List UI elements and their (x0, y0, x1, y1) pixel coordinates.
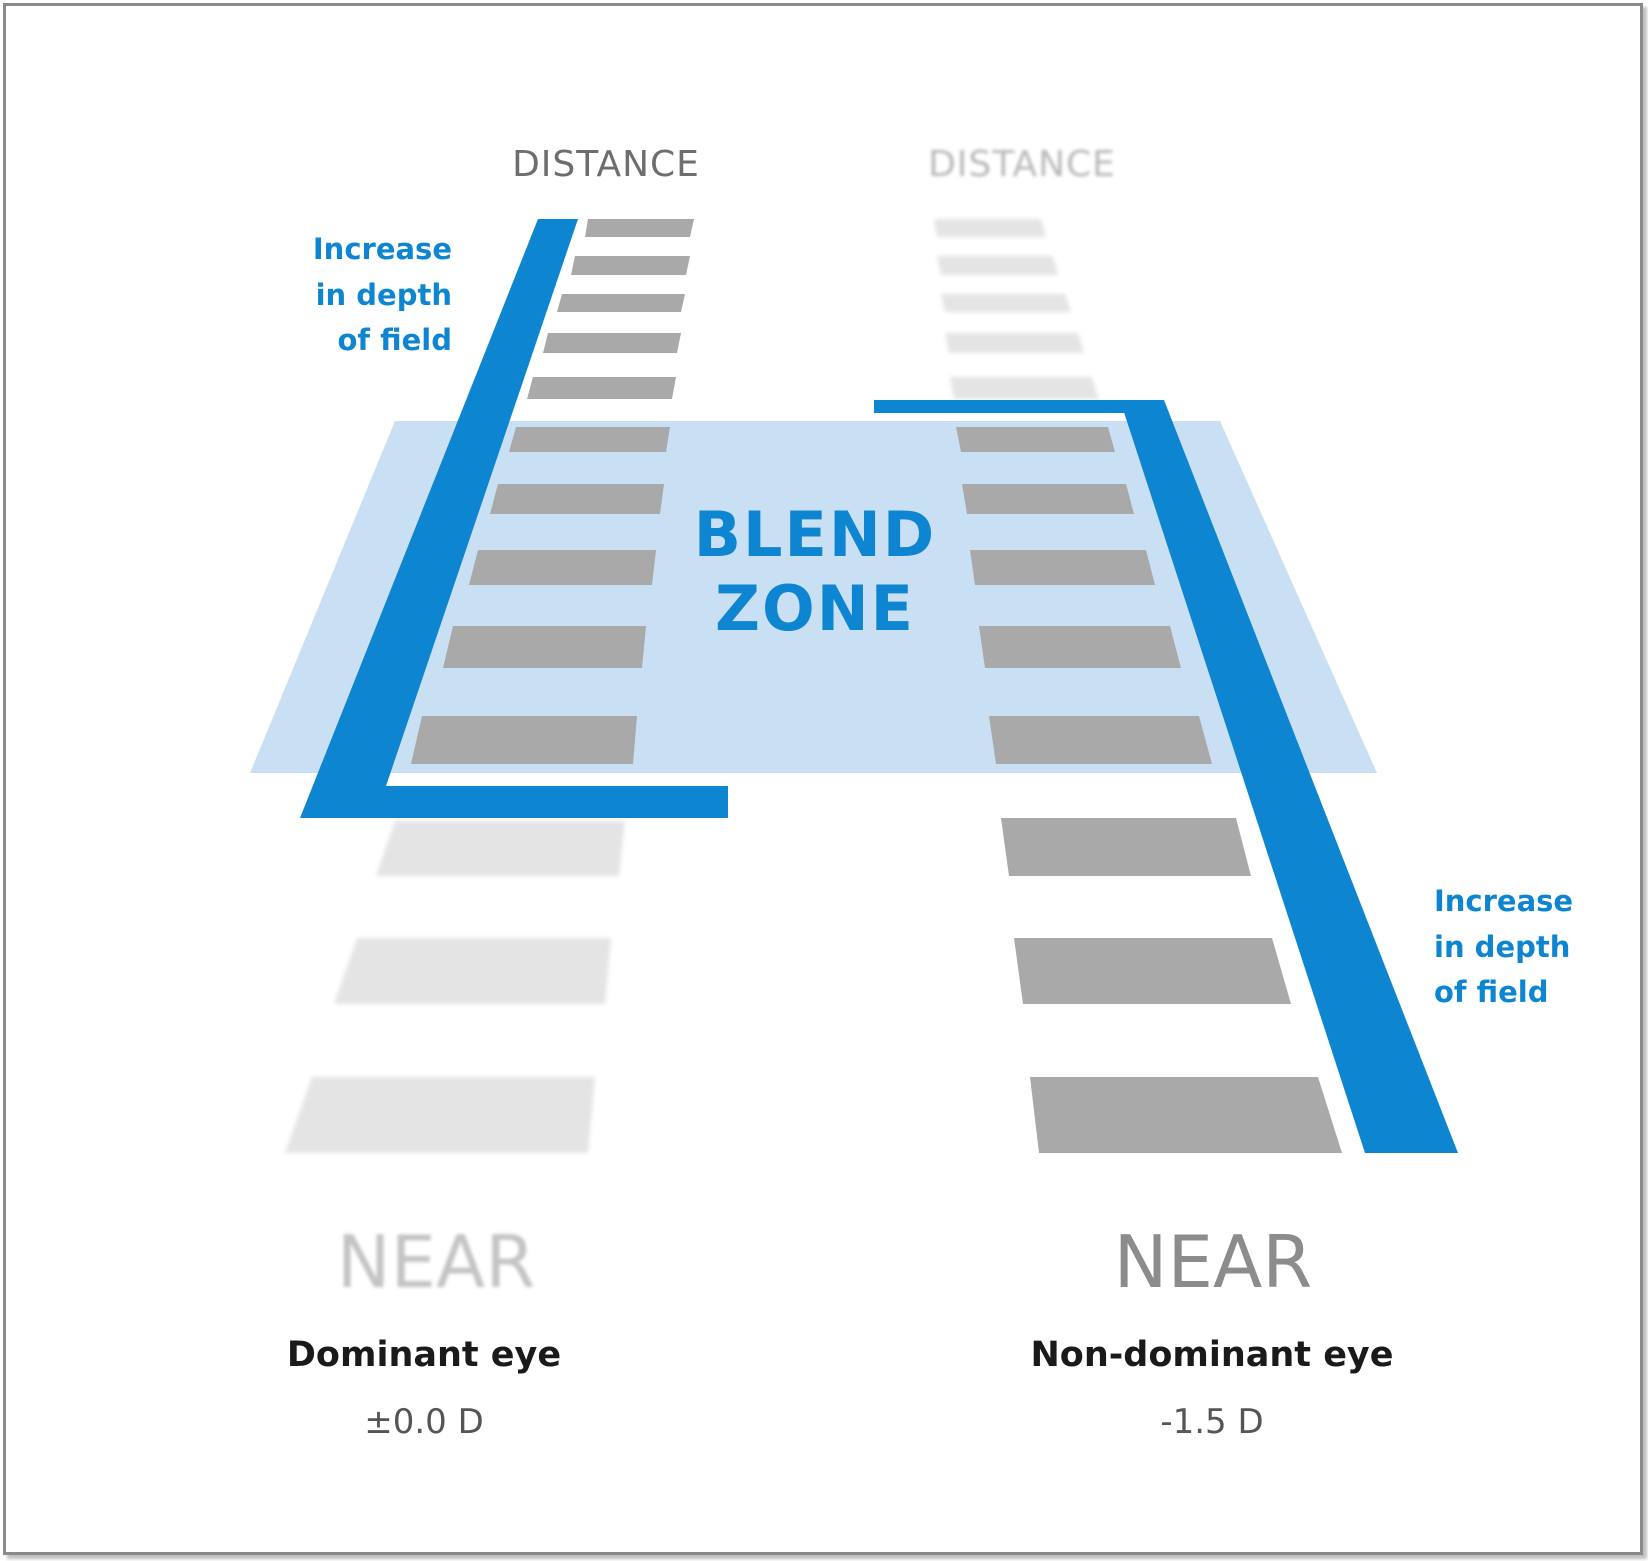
non-dominant-eye-bars (934, 219, 1342, 1153)
bar (956, 427, 1115, 452)
near-label-non-dominant: NEAR (1114, 1220, 1313, 1304)
bar (376, 821, 625, 876)
bar (962, 484, 1134, 514)
near-label-dominant: NEAR (337, 1220, 536, 1304)
bar (334, 938, 611, 1004)
bar (941, 294, 1071, 312)
distance-label-non-dominant: DISTANCE (928, 144, 1116, 185)
bar (443, 626, 646, 668)
bar (1014, 938, 1291, 1004)
svg-text:BLEND: BLEND (694, 498, 936, 571)
bar (979, 626, 1181, 668)
bar (571, 256, 690, 275)
svg-text:in depth: in depth (1434, 930, 1570, 964)
bar (509, 427, 670, 452)
bar (1030, 1077, 1342, 1153)
dominant-eye-label: Dominant eye (287, 1335, 561, 1375)
diagram-frame (3, 3, 1643, 1555)
dominant-eye-power: ±0.0 D (364, 1402, 484, 1442)
svg-text:of field: of field (338, 323, 453, 357)
bar (585, 219, 694, 237)
bar (937, 256, 1058, 275)
bar (469, 550, 656, 585)
bar (490, 484, 664, 514)
bar (557, 294, 685, 312)
bar (934, 219, 1046, 237)
bar (945, 333, 1084, 353)
svg-text:of field: of field (1434, 975, 1549, 1009)
svg-text:Increase: Increase (1434, 884, 1573, 918)
svg-text:in depth: in depth (316, 278, 452, 312)
depth-of-field-bracket-left (300, 219, 728, 818)
svg-text:Increase: Increase (313, 232, 452, 266)
bar (970, 550, 1155, 585)
bar (543, 333, 681, 353)
bar (411, 716, 637, 764)
bar (285, 1077, 595, 1153)
depth-of-field-label-left: Increase in depth of field (313, 232, 452, 357)
dominant-eye-bars (285, 219, 694, 1153)
bar (950, 377, 1098, 399)
blend-zone-title: BLEND ZONE (694, 498, 936, 645)
bar (527, 377, 676, 399)
depth-of-field-bracket-right (874, 400, 1458, 1153)
non-dominant-eye-label: Non-dominant eye (1030, 1335, 1393, 1375)
svg-text:ZONE: ZONE (715, 572, 915, 645)
distance-label-dominant: DISTANCE (512, 144, 700, 185)
non-dominant-eye-power: -1.5 D (1160, 1402, 1263, 1442)
bar (1001, 818, 1251, 876)
depth-of-field-label-right: Increase in depth of field (1434, 884, 1573, 1009)
bar (989, 716, 1212, 764)
